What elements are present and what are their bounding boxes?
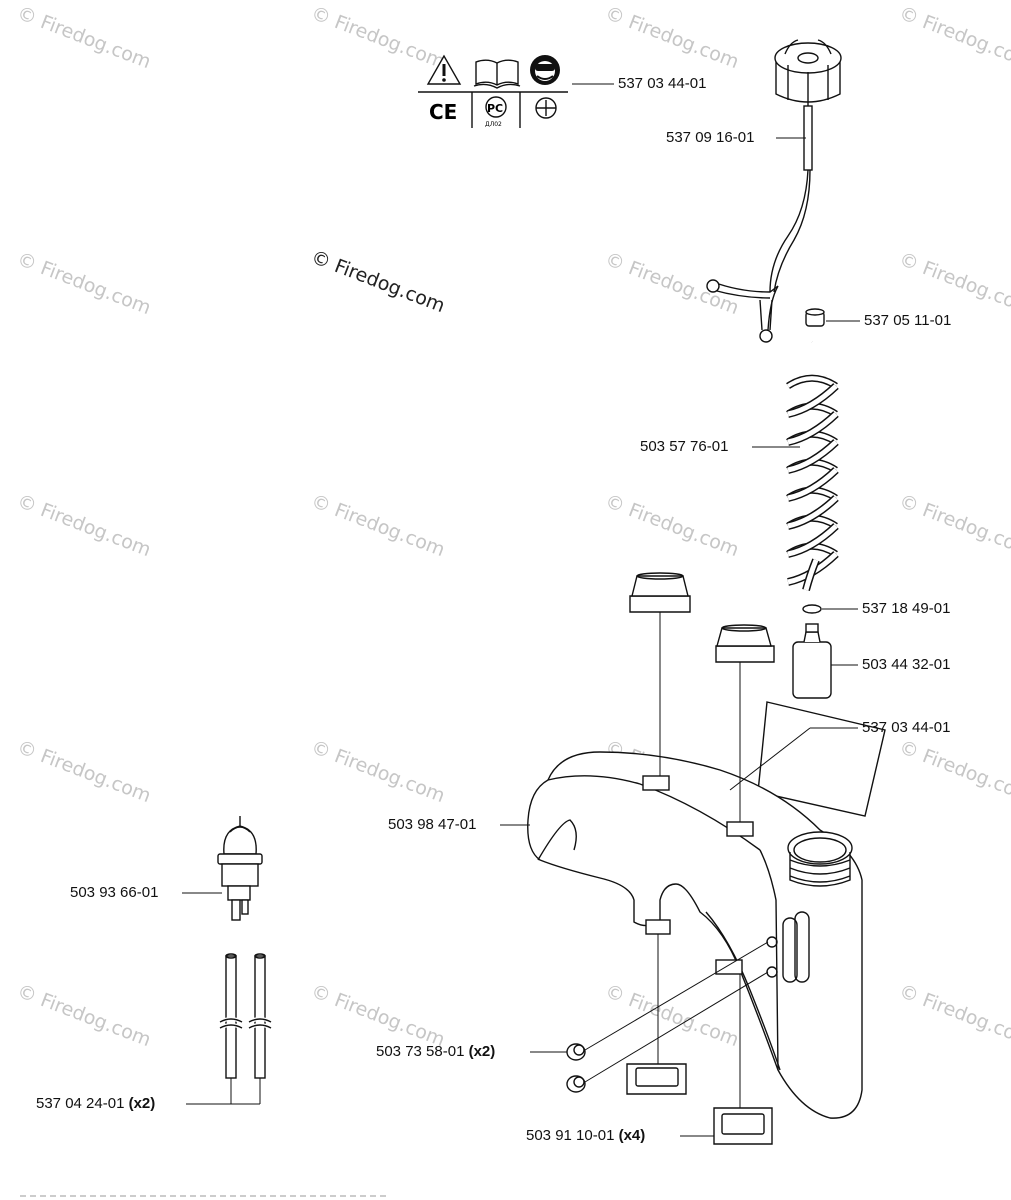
part-label-537-09-16-01[interactable]: 537 09 16-01 xyxy=(666,129,754,147)
hose-coil-front-fill xyxy=(787,524,838,557)
part-number: 503 44 32-01 xyxy=(862,656,951,673)
warning-triangle-icon xyxy=(426,54,462,85)
hose-coil-front-fill xyxy=(787,496,838,529)
part-number: 503 57 76-01 xyxy=(640,438,729,455)
fuel-lines xyxy=(219,953,272,1079)
part-quantity: (x2) xyxy=(468,1043,496,1060)
plug-upper xyxy=(566,1043,586,1061)
part-label-503-98-47-01[interactable]: 503 98 47-01 xyxy=(388,816,476,834)
part-number: 537 09 16-01 xyxy=(666,129,755,146)
tank-filler-neck xyxy=(787,831,853,887)
hose-coil-back-fill xyxy=(786,376,838,388)
rubber-mount-bottom-left xyxy=(626,1063,687,1095)
part-number: 537 04 24-01 xyxy=(36,1095,125,1112)
hose-coil-front-fill xyxy=(787,412,838,445)
part-label-503-91-10-01[interactable]: 503 91 10-01 (x4) xyxy=(526,1127,645,1145)
part-number: 503 73 58-01 xyxy=(376,1043,465,1060)
part-number: 503 98 47-01 xyxy=(388,816,477,833)
part-quantity: (x4) xyxy=(618,1127,646,1144)
part-label-503-73-58-01[interactable]: 503 73 58-01 (x2) xyxy=(376,1043,495,1061)
svg-text:РС: РС xyxy=(487,102,503,115)
part-number: 537 03 44-01 xyxy=(862,719,951,736)
part-label-537-05-11-01[interactable]: 537 05 11-01 xyxy=(864,312,951,330)
rus-mark-text: ДЛ02 xyxy=(485,121,502,128)
warning-decal-symbols: CE РС ДЛ02 xyxy=(418,54,568,128)
ukraine-certification-icon xyxy=(535,97,557,119)
part-label-503-44-32-01[interactable]: 503 44 32-01 xyxy=(862,656,950,674)
fuel-tank xyxy=(527,751,863,1119)
protective-gear-icon xyxy=(530,55,560,85)
hose-coil-front-fill xyxy=(787,468,838,501)
hose-fitting xyxy=(805,308,825,327)
primer-bulb xyxy=(217,816,263,921)
rubber-mount-top-right xyxy=(715,624,775,663)
part-number: 537 18 49-01 xyxy=(862,600,951,617)
manual-book-icon xyxy=(473,59,521,89)
o-ring xyxy=(802,604,822,614)
part-label-537-03-44-01-decal[interactable]: 537 03 44-01 xyxy=(862,719,950,737)
hose-coil-front-fill xyxy=(787,384,838,417)
rubber-mount-bottom-right xyxy=(713,1107,773,1145)
ce-mark-icon: CE xyxy=(429,100,457,124)
plug-lower xyxy=(566,1075,586,1093)
fuel-filter xyxy=(792,623,832,699)
part-number: 503 93 66-01 xyxy=(70,884,159,901)
part-label-537-03-44-01[interactable]: 537 03 44-01 xyxy=(618,75,706,93)
coiled-fuel-hose xyxy=(786,341,839,592)
rubber-mount-top-left xyxy=(629,572,691,613)
part-label-537-04-24-01[interactable]: 537 04 24-01 (x2) xyxy=(36,1095,155,1113)
rus-certification-icon: РС ДЛ02 xyxy=(485,96,507,128)
part-number: 537 03 44-01 xyxy=(618,75,707,92)
leader-lines xyxy=(182,83,860,1137)
part-number: 537 05 11-01 xyxy=(864,312,952,329)
warning-decal xyxy=(757,701,886,817)
part-label-503-93-66-01[interactable]: 503 93 66-01 xyxy=(70,884,158,902)
part-label-537-18-49-01[interactable]: 537 18 49-01 xyxy=(862,600,950,618)
part-label-503-57-76-01[interactable]: 503 57 76-01 xyxy=(640,438,728,456)
fuel-cap xyxy=(774,39,842,106)
part-number: 503 91 10-01 xyxy=(526,1127,615,1144)
hose-coil-front-fill xyxy=(787,440,838,473)
cap-retainer-strap xyxy=(706,105,813,343)
part-quantity: (x2) xyxy=(128,1095,156,1112)
